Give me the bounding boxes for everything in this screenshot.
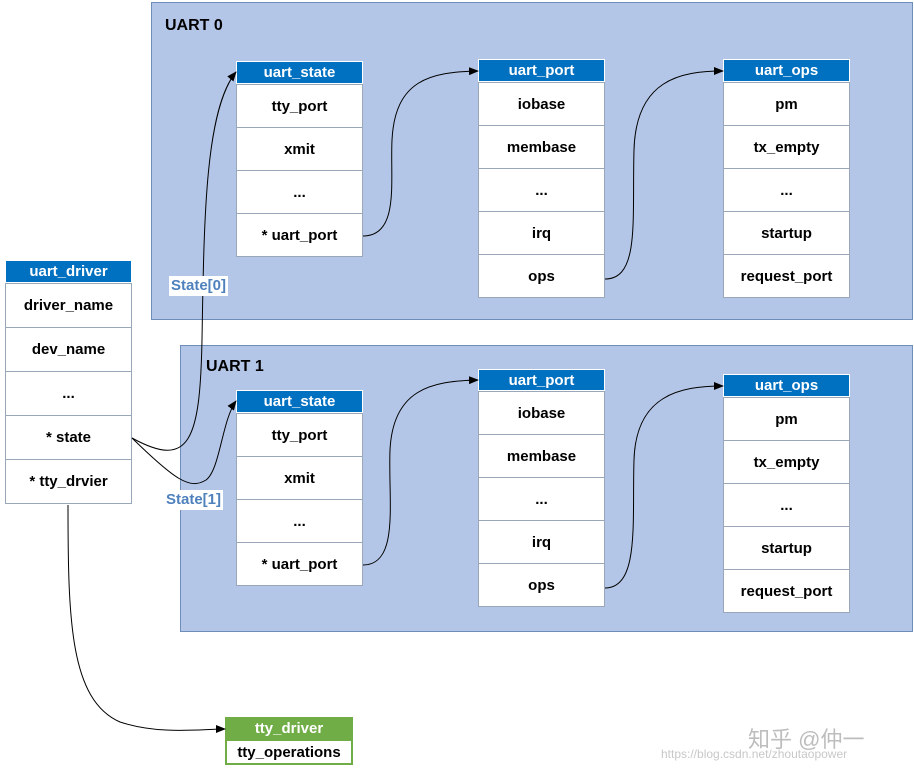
field-tty-port: tty_port — [236, 84, 363, 128]
field-state: * state — [5, 415, 132, 460]
field-pm: pm — [723, 397, 850, 441]
field-tty-port: tty_port — [236, 413, 363, 457]
field-tx-empty: tx_empty — [723, 440, 850, 484]
field-ellipsis: ... — [478, 168, 605, 212]
struct-header: uart_ops — [723, 374, 850, 397]
field-startup: startup — [723, 211, 850, 255]
field-startup: startup — [723, 526, 850, 570]
uart1-uart-ops: uart_ops pm tx_empty ... startup request… — [723, 374, 850, 613]
uart1-uart-state: uart_state tty_port xmit ... * uart_port — [236, 390, 363, 586]
struct-header: uart_driver — [5, 260, 132, 283]
watermark-brand: 知乎 @仲一 — [748, 727, 865, 752]
struct-header: uart_port — [478, 59, 605, 82]
field-ellipsis: ... — [723, 168, 850, 212]
edge-label-state1: State[1] — [164, 490, 224, 510]
field-iobase: iobase — [478, 82, 605, 126]
uart1-uart-port: uart_port iobase membase ... irq ops — [478, 369, 605, 607]
field-ellipsis: ... — [236, 499, 363, 543]
struct-header: tty_driver — [225, 717, 353, 739]
field-iobase: iobase — [478, 391, 605, 435]
field-xmit: xmit — [236, 127, 363, 171]
field-tty-driver-ptr: * tty_drvier — [5, 459, 132, 504]
field-uart-port-ptr: * uart_port — [236, 542, 363, 586]
field-driver-name: driver_name — [5, 283, 132, 328]
field-tx-empty: tx_empty — [723, 125, 850, 169]
field-ellipsis: ... — [723, 483, 850, 527]
field-pm: pm — [723, 82, 850, 126]
struct-header: uart_port — [478, 369, 605, 391]
field-ellipsis: ... — [236, 170, 363, 214]
edge-label-state0: State[0] — [169, 276, 229, 296]
watermark-url: https://blog.csdn.net/zhoutaopower — [661, 747, 848, 761]
struct-header: uart_state — [236, 390, 363, 413]
field-membase: membase — [478, 125, 605, 169]
field-ops: ops — [478, 563, 605, 607]
field-uart-port-ptr: * uart_port — [236, 213, 363, 257]
field-request-port: request_port — [723, 569, 850, 613]
uart0-title: UART 0 — [165, 17, 223, 34]
struct-header: uart_ops — [723, 59, 850, 82]
field-ops: ops — [478, 254, 605, 298]
uart0-uart-ops: uart_ops pm tx_empty ... startup request… — [723, 59, 850, 298]
field-dev-name: dev_name — [5, 327, 132, 372]
uart0-uart-state: uart_state tty_port xmit ... * uart_port — [236, 61, 363, 257]
uart0-uart-port: uart_port iobase membase ... irq ops — [478, 59, 605, 298]
field-membase: membase — [478, 434, 605, 478]
field-request-port: request_port — [723, 254, 850, 298]
uart1-title: UART 1 — [206, 358, 264, 375]
field-ellipsis: ... — [478, 477, 605, 521]
tty-driver: tty_driver tty_operations — [225, 717, 353, 765]
field-ellipsis: ... — [5, 371, 132, 416]
struct-header: uart_state — [236, 61, 363, 84]
field-irq: irq — [478, 211, 605, 255]
uart-driver: uart_driver driver_name dev_name ... * s… — [5, 260, 132, 504]
field-irq: irq — [478, 520, 605, 564]
field-xmit: xmit — [236, 456, 363, 500]
field-tty-operations: tty_operations — [225, 739, 353, 765]
